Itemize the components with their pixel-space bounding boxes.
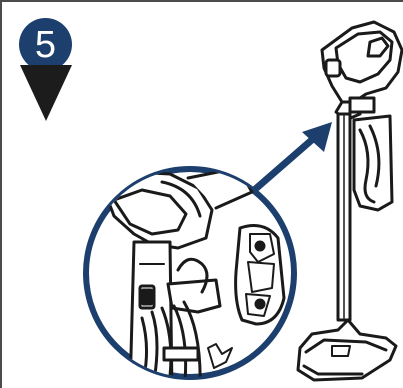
step-number-badge: 5 bbox=[19, 18, 72, 71]
pointer-arrow-icon bbox=[252, 122, 332, 192]
down-arrow-icon bbox=[20, 65, 72, 121]
detail-zoom-icon bbox=[86, 168, 294, 388]
vacuum-icon bbox=[298, 22, 402, 380]
step-number: 5 bbox=[35, 26, 56, 64]
